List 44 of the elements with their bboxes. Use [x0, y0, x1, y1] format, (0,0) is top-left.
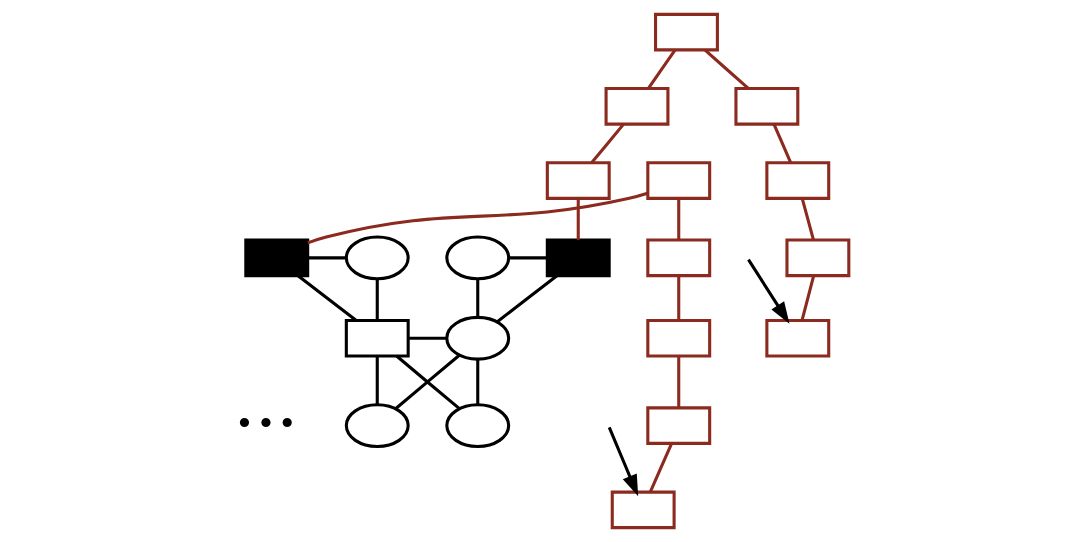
- connector: [307, 191, 649, 245]
- arrow: [747, 258, 790, 324]
- node-box: [604, 87, 670, 126]
- connector: [590, 123, 625, 164]
- connector: [800, 275, 816, 321]
- arrow: [607, 426, 639, 497]
- node-box: [610, 490, 676, 530]
- node-box: [765, 161, 831, 200]
- connector: [576, 198, 580, 240]
- connector: [677, 356, 681, 408]
- node-box: [734, 87, 800, 126]
- connector: [508, 256, 548, 260]
- connector: [772, 123, 793, 164]
- connector: [476, 278, 480, 317]
- node-circle: [445, 403, 511, 449]
- connector: [375, 356, 379, 405]
- connector: [408, 336, 447, 340]
- connector: [297, 274, 357, 322]
- connector: [704, 49, 750, 90]
- node-box: [646, 161, 712, 200]
- node-box: [646, 406, 712, 445]
- connector: [647, 49, 677, 90]
- connector: [476, 359, 480, 405]
- node-box: [344, 318, 410, 358]
- connector: [677, 275, 681, 321]
- node-box: [765, 318, 831, 358]
- node-box: [654, 12, 719, 52]
- connector: [800, 198, 815, 241]
- node-box: [785, 238, 851, 278]
- node-circle: [344, 403, 410, 449]
- connector: [375, 278, 379, 321]
- connector: [496, 274, 558, 324]
- node-box: [244, 238, 310, 278]
- node-box: [646, 238, 712, 278]
- node-box: [646, 318, 712, 358]
- connector: [648, 442, 673, 493]
- node-circle: [445, 235, 511, 281]
- node-circle: [344, 235, 410, 281]
- node-circle: [445, 315, 511, 361]
- connector: [677, 198, 681, 240]
- label: • • •: [238, 403, 294, 442]
- node-box: [545, 238, 611, 278]
- connector: [307, 256, 347, 260]
- node-box: [545, 161, 611, 200]
